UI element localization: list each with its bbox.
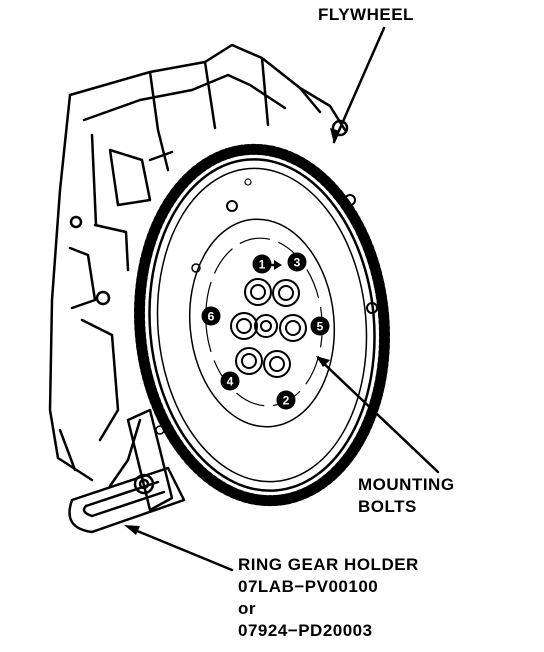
ring-gear-holder-label: RING GEAR HOLDER 07LAB−PV00100 or 07924−… xyxy=(238,554,419,642)
sequence-marker-4: 4 xyxy=(220,371,240,391)
sequence-label-6: 6 xyxy=(208,310,215,324)
sequence-label-3: 3 xyxy=(294,256,301,270)
sequence-marker-5: 5 xyxy=(310,316,330,336)
leader-arrowheads xyxy=(124,128,340,535)
flywheel-label: FLYWHEEL xyxy=(318,4,414,26)
ring-gear-holder-or: or xyxy=(238,599,256,618)
ring-gear-holder-part-number-2: 07924−PD20003 xyxy=(238,621,373,640)
ring-gear-holder-part-number-1: 07LAB−PV00100 xyxy=(238,577,379,596)
mounting-bolts-label-line-1: MOUNTING xyxy=(358,475,455,494)
bolt-sequence-markers: 1 2 3 4 5 6 xyxy=(201,252,330,410)
flywheel-body xyxy=(134,143,390,507)
leader-lines xyxy=(128,26,440,572)
flywheel-label-text: FLYWHEEL xyxy=(318,5,414,24)
sequence-label-1: 1 xyxy=(259,258,266,272)
sequence-label-2: 2 xyxy=(283,394,290,408)
sequence-marker-3: 3 xyxy=(287,252,307,272)
mounting-bolts-label-line-2: BOLTS xyxy=(358,497,417,516)
sequence-label-4: 4 xyxy=(227,375,234,389)
sequence-marker-2: 2 xyxy=(276,390,296,410)
ring-gear-holder-tool xyxy=(68,408,186,534)
sequence-label-5: 5 xyxy=(317,320,324,334)
sequence-marker-1: 1 xyxy=(252,254,272,274)
ring-gear-holder-title: RING GEAR HOLDER xyxy=(238,555,419,574)
mounting-bolts-label: MOUNTING BOLTS xyxy=(358,474,455,518)
mounting-bolts xyxy=(230,278,307,378)
housing-outline xyxy=(48,43,349,488)
sequence-marker-6: 6 xyxy=(201,306,221,326)
